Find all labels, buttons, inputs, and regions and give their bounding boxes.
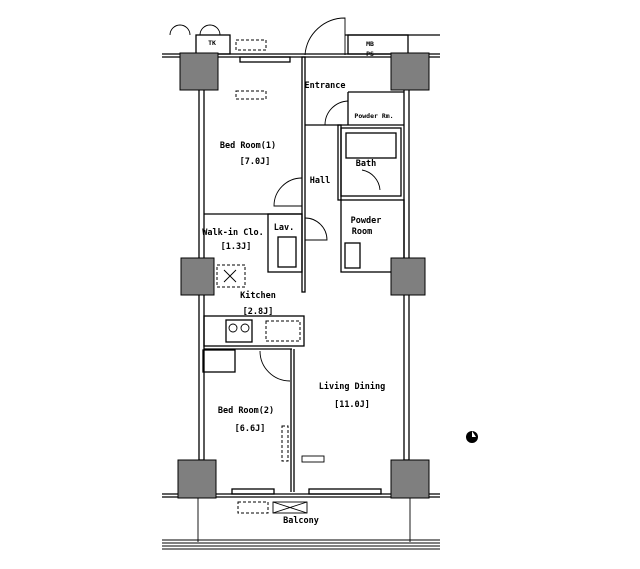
north-compass-icon — [466, 431, 478, 443]
label-balcony: Balcony — [283, 516, 319, 526]
room-labels: Entrance Powder Rm. Bath Hall Bed Room(1… — [202, 39, 393, 526]
structural-columns — [177, 52, 430, 499]
label-storage: Powder Rm. — [354, 112, 393, 120]
label-powder-2: Room — [352, 227, 372, 237]
label-kitchen: Kitchen — [240, 290, 276, 301]
fixtures — [202, 39, 397, 514]
label-lav: Lav. — [274, 223, 294, 233]
label-hall: Hall — [310, 176, 330, 186]
label-entrance: Entrance — [305, 81, 346, 91]
label-bedroom1-size: [7.0J] — [240, 157, 271, 167]
label-kitchen-size: [2.8J] — [243, 307, 274, 317]
label-living: Living Dining — [319, 381, 386, 392]
label-mb: MB — [366, 40, 374, 48]
label-living-size: [11.0J] — [334, 400, 370, 410]
label-powder-1: Powder — [351, 216, 382, 226]
label-ps: PS — [366, 50, 374, 58]
label-walkin: Walk-in Clo. — [202, 227, 263, 238]
label-bedroom1: Bed Room(1) — [220, 141, 276, 151]
doors — [169, 17, 381, 382]
label-walkin-size: [1.3J] — [221, 242, 252, 252]
label-tk: TK — [208, 39, 216, 47]
label-bedroom2: Bed Room(2) — [218, 406, 274, 416]
label-bedroom2-size: [6.6J] — [235, 424, 266, 434]
label-bath: Bath — [356, 159, 376, 169]
